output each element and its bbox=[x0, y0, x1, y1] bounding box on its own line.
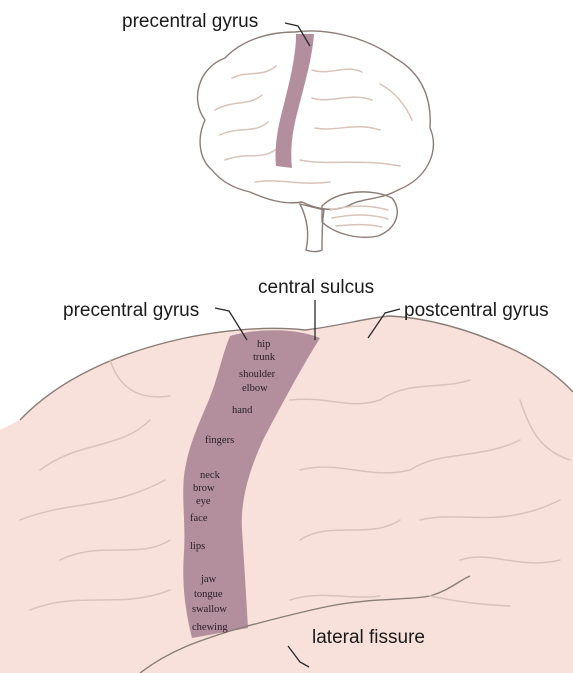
body-part-face: face bbox=[190, 513, 208, 524]
cerebellum-fold bbox=[336, 225, 382, 227]
precentral-gyrus-label-top: precentral gyrus bbox=[122, 11, 258, 32]
cerebellum-fold bbox=[332, 215, 388, 219]
gyrus-fold bbox=[215, 95, 262, 110]
brainstem bbox=[300, 204, 324, 252]
body-part-tongue: tongue bbox=[194, 589, 223, 600]
gyrus-fold bbox=[380, 84, 412, 120]
lateral-fissure-label: lateral fissure bbox=[312, 627, 425, 648]
central-sulcus-label: central sulcus bbox=[258, 277, 374, 298]
zoomed-cortex-illustration: hip trunk shoulder elbow hand fingers ne… bbox=[0, 277, 573, 673]
whole-brain-illustration: precentral gyrus bbox=[122, 11, 433, 252]
body-part-swallow: swallow bbox=[192, 604, 227, 615]
cerebellum-fold bbox=[330, 206, 388, 210]
body-part-neck: neck bbox=[200, 470, 221, 481]
body-part-jaw: jaw bbox=[200, 574, 217, 585]
postcentral-gyrus-label: postcentral gyrus bbox=[404, 300, 549, 321]
precentral-gyrus-label: precentral gyrus bbox=[63, 300, 199, 321]
gyrus-fold bbox=[225, 150, 275, 160]
precentral-gyrus-band-small bbox=[275, 34, 314, 168]
body-part-lips: lips bbox=[190, 541, 205, 552]
body-part-eye: eye bbox=[196, 496, 211, 507]
body-part-chewing: chewing bbox=[192, 622, 228, 633]
body-part-brow: brow bbox=[193, 483, 215, 494]
body-part-hip: hip bbox=[257, 339, 270, 350]
body-part-hand: hand bbox=[232, 405, 253, 416]
body-part-fingers: fingers bbox=[205, 435, 234, 446]
gyrus-fold bbox=[312, 69, 362, 72]
gyrus-fold bbox=[312, 97, 372, 100]
body-part-trunk: trunk bbox=[253, 352, 276, 363]
body-part-elbow: elbow bbox=[242, 383, 268, 394]
gyrus-fold bbox=[315, 127, 380, 130]
body-part-shoulder: shoulder bbox=[239, 369, 276, 380]
gyrus-fold bbox=[232, 66, 276, 78]
gyrus-fold bbox=[220, 122, 268, 135]
gyrus-fold bbox=[300, 160, 400, 166]
gyrus-fold bbox=[255, 181, 330, 183]
